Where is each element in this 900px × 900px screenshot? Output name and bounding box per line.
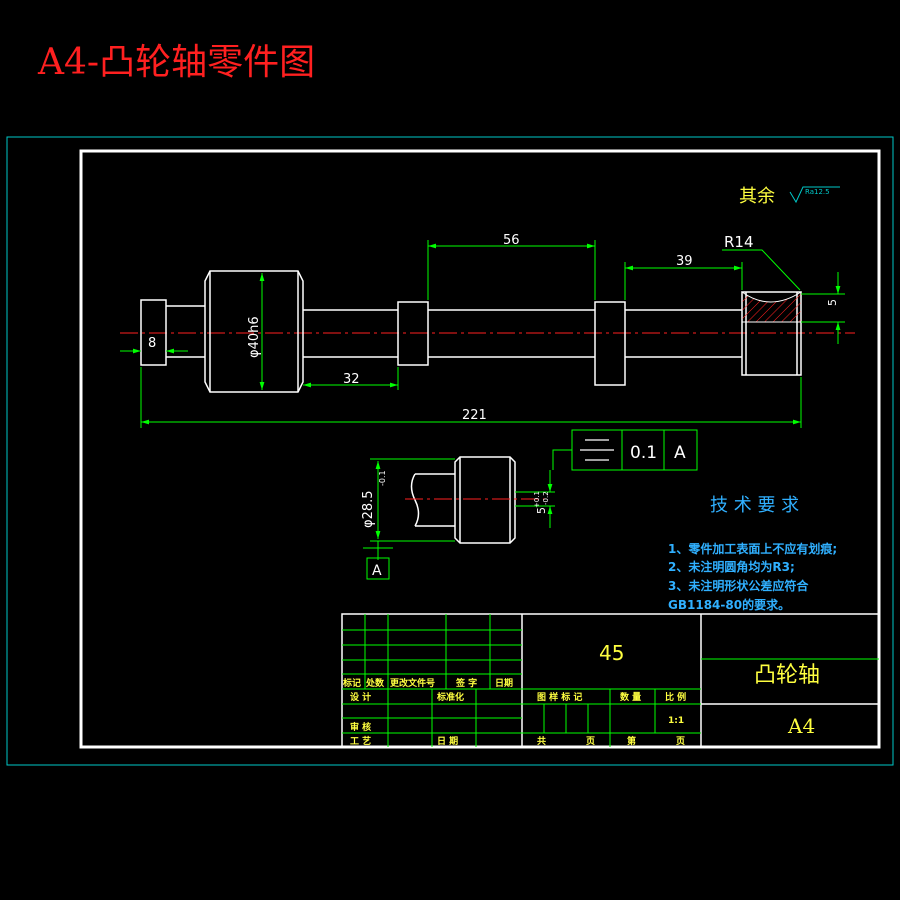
- dim-r14: R14: [724, 233, 754, 251]
- symmetry-icon: [580, 439, 614, 461]
- tb-label: 1:1: [668, 716, 684, 726]
- tb-label: 标准化: [436, 691, 464, 703]
- dim-diam28-tol: -0.1: [378, 470, 387, 486]
- part-name: 凸轮轴: [754, 663, 820, 688]
- dim-tol-minus: -0.2: [542, 491, 550, 505]
- dim-8: 8: [148, 336, 156, 351]
- tech-req-item: GB1184-80的要求。: [668, 597, 790, 612]
- tolerance-datum: A: [674, 443, 686, 463]
- dim-diam40: φ40h6: [247, 316, 262, 358]
- detail-view-outline: [410, 456, 516, 544]
- tech-req-item: 1、零件加工表面上不应有划痕;: [668, 541, 837, 556]
- tb-label: 工 艺: [350, 735, 371, 747]
- tb-label: 更改文件号: [390, 677, 435, 689]
- tolerance-value: 0.1: [630, 443, 657, 463]
- dimension-lines: [120, 240, 845, 428]
- dim-tol-plus: +0.1: [533, 491, 541, 508]
- tb-label: 设 计: [350, 691, 371, 703]
- tb-label: 第: [627, 735, 636, 747]
- tb-label: 页: [586, 736, 595, 747]
- material-value: 45: [599, 641, 624, 665]
- tb-label: 审 核: [350, 721, 371, 733]
- roughness-label: 其余: [739, 186, 775, 207]
- tb-label: 数 量: [620, 691, 641, 703]
- tech-req-item: 2、未注明圆角均为R3;: [668, 559, 795, 574]
- camshaft-outline: [140, 270, 802, 393]
- tb-label: 日期: [495, 677, 513, 689]
- dim-39: 39: [676, 254, 693, 269]
- dim-56: 56: [503, 233, 520, 248]
- dim-diam28: φ28.5: [361, 490, 376, 528]
- tb-label: 签 字: [455, 677, 477, 689]
- tb-label: 日 期: [437, 735, 458, 747]
- tech-req-item: 3、未注明形状公差应符合: [668, 578, 809, 593]
- cam-section-hatch: [741, 291, 802, 323]
- dim-5-detail: 5: [535, 507, 548, 514]
- tb-label: 共: [537, 735, 546, 747]
- tb-label: 比 例: [665, 691, 686, 703]
- sheet-size: A4: [787, 714, 815, 738]
- tb-label: 页: [676, 736, 685, 747]
- tech-req-heading: 技 术 要 求: [710, 495, 799, 516]
- roughness-symbol-icon: [789, 186, 840, 204]
- tb-label: 标记: [342, 677, 361, 689]
- datum-box: [366, 557, 390, 580]
- dim-32: 32: [343, 372, 360, 387]
- tb-label: 处数: [365, 677, 385, 689]
- roughness-value: Ra12.5: [805, 188, 830, 196]
- title-block-grid: [342, 614, 879, 747]
- tb-label: 图 样 标 记: [537, 691, 582, 703]
- dim-221: 221: [462, 408, 487, 423]
- geometric-tolerance-frame: [571, 429, 698, 471]
- page-title: A4-凸轮轴零件图: [37, 42, 315, 83]
- datum-label: A: [372, 563, 382, 579]
- outer-frame: [6, 136, 894, 766]
- drawing-border: [79, 149, 881, 749]
- detail-dimension-lines: [363, 449, 572, 560]
- dim-5-right: 5: [826, 299, 839, 306]
